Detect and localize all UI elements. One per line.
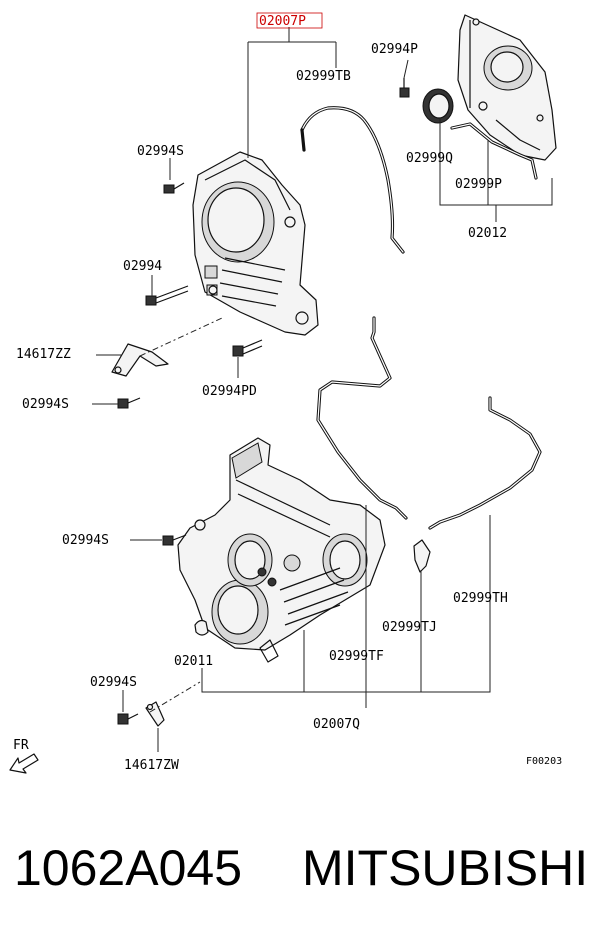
bolt-02994S-mid[interactable] xyxy=(117,397,141,409)
label-02999TB[interactable]: 02999TB xyxy=(296,69,351,84)
label-14617ZZ[interactable]: 14617ZZ xyxy=(16,347,71,362)
label-02994S-lower[interactable]: 02994S xyxy=(62,533,109,548)
figure-code: F00203 xyxy=(526,756,562,767)
label-02999TF[interactable]: 02999TF xyxy=(329,649,384,664)
bolt-02994S-bottom[interactable] xyxy=(117,713,139,725)
front-arrow-icon xyxy=(9,753,39,774)
gasket-upper[interactable] xyxy=(300,106,405,254)
label-02999TH[interactable]: 02999TH xyxy=(453,591,508,606)
bolt-02994S-top[interactable] xyxy=(163,182,185,194)
bolt-02994PD[interactable] xyxy=(232,339,263,357)
label-02011[interactable]: 02011 xyxy=(174,654,213,669)
label-02007P[interactable]: 02007P xyxy=(259,14,306,29)
leader-lines xyxy=(92,27,553,752)
label-02994S-top[interactable]: 02994S xyxy=(137,144,184,159)
assembly-dash-lines xyxy=(139,317,223,713)
label-02994S-bottom[interactable]: 02994S xyxy=(90,675,137,690)
highlight-box xyxy=(256,12,323,29)
brand-name: MITSUBISHI xyxy=(302,840,589,896)
label-02012[interactable]: 02012 xyxy=(468,226,507,241)
part-labels: 02007P 02999TB 02994P 02994S 02999Q 0299… xyxy=(13,12,562,773)
upper-timing-cover[interactable] xyxy=(192,151,319,336)
bolt-02994[interactable] xyxy=(145,285,189,306)
label-02994P[interactable]: 02994P xyxy=(371,42,418,57)
label-02999TJ[interactable]: 02999TJ xyxy=(382,620,437,635)
label-02994[interactable]: 02994 xyxy=(123,259,162,274)
gasket-lower-left[interactable] xyxy=(316,316,408,520)
label-02994PD[interactable]: 02994PD xyxy=(202,384,257,399)
label-02007Q[interactable]: 02007Q xyxy=(313,717,360,732)
label-02994S-mid[interactable]: 02994S xyxy=(22,397,69,412)
gasket-lower-right[interactable] xyxy=(428,396,542,530)
lower-timing-cover[interactable] xyxy=(177,437,386,663)
label-fr: FR xyxy=(13,738,29,753)
bracket-14617ZW[interactable] xyxy=(145,701,165,727)
bracket-14617ZZ[interactable] xyxy=(111,343,169,377)
part-number: 1062A045 xyxy=(14,840,243,896)
small-bracket[interactable] xyxy=(413,539,431,573)
rear-plate-assembly[interactable] xyxy=(399,14,557,180)
label-02999Q[interactable]: 02999Q xyxy=(406,151,453,166)
bolt-02994S-lower[interactable] xyxy=(162,534,187,546)
label-14617ZW[interactable]: 14617ZW xyxy=(124,758,179,773)
label-02999P[interactable]: 02999P xyxy=(455,177,502,192)
